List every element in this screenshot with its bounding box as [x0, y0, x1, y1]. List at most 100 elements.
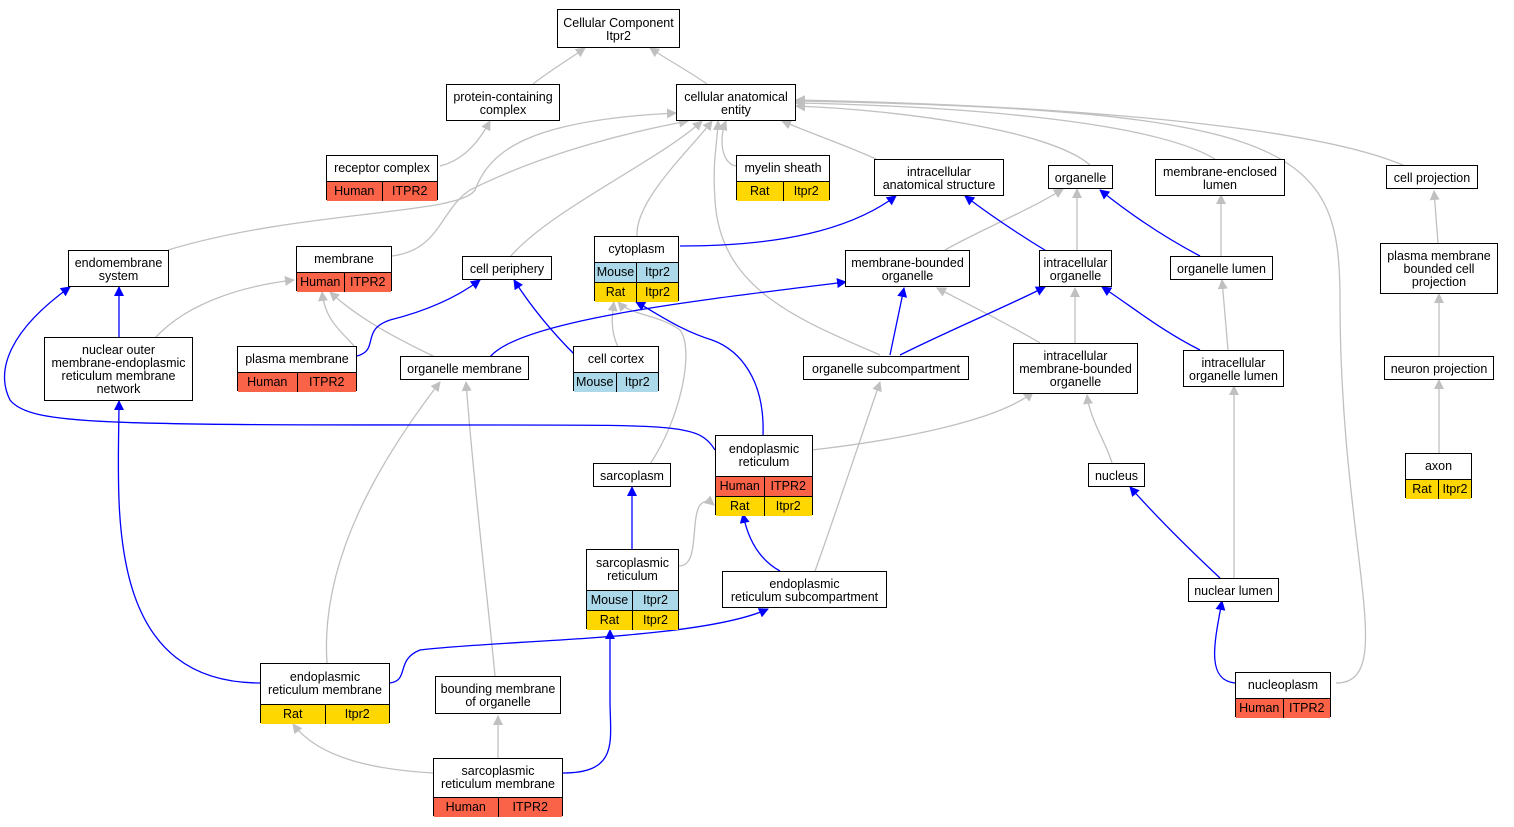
- edge-er-to-imbo: [811, 391, 1034, 451]
- node-title: receptor complex: [334, 161, 430, 175]
- node-cell-periphery[interactable]: cell periphery: [462, 256, 552, 280]
- edge-nucleus-to-imbo: [1083, 394, 1113, 464]
- node-cellular-component-root[interactable]: Cellular Component Itpr2: [557, 9, 680, 48]
- edge-organelle-subcomp-to-mbo: [889, 287, 908, 356]
- node-title: myelin sheath: [744, 161, 822, 175]
- edge-sarcoplasm-to-cytoplasm: [617, 301, 687, 465]
- edge-organelle-membrane-to-membrane: [329, 291, 436, 358]
- node-organelle-membrane[interactable]: organelle membrane: [400, 356, 529, 380]
- node-title: membrane: [314, 252, 374, 266]
- node-endomembrane-system[interactable]: endomembrane system: [68, 250, 169, 287]
- node-protein-containing-complex[interactable]: protein-containing complex: [446, 84, 560, 121]
- node-neuron-projection[interactable]: neuron projection: [1384, 356, 1494, 380]
- edge-ias-to-cae: [781, 119, 877, 160]
- gene-symbol: Itpr2: [636, 263, 678, 282]
- node-nuclear-outer-membrane-er-network[interactable]: nuclear outer membrane-endoplasmic retic…: [44, 337, 193, 401]
- node-title: sarcoplasm: [600, 468, 664, 483]
- node-bounding-membrane-of-organelle[interactable]: bounding membrane of organelle: [435, 676, 561, 714]
- node-title: intracellular membrane-bounded organelle: [1019, 349, 1132, 389]
- edge-er-to-cytoplasm: [635, 301, 764, 436]
- species-label: Mouse: [595, 263, 636, 282]
- node-title: organelle: [1054, 170, 1107, 185]
- edge-organelle-lumen-to-organelle: [1099, 189, 1201, 257]
- species-label: Human: [327, 182, 382, 201]
- node-intracellular-organelle-lumen[interactable]: intracellular organelle lumen: [1183, 350, 1284, 387]
- node-organelle-lumen[interactable]: organelle lumen: [1170, 256, 1273, 280]
- node-title: axon: [1424, 459, 1453, 473]
- edge-cell-cortex-to-cytoplasm: [607, 301, 619, 348]
- species-label: Human: [297, 273, 344, 292]
- gene-symbol: ITPR2: [381, 182, 437, 201]
- node-membrane-enclosed-lumen[interactable]: membrane-enclosed lumen: [1155, 159, 1285, 196]
- species-label: Human: [1236, 699, 1283, 718]
- species-label: Human: [716, 477, 764, 496]
- node-organelle[interactable]: organelle: [1048, 165, 1113, 189]
- node-title: intracellular anatomical structure: [882, 164, 996, 192]
- species-label: Human: [238, 373, 297, 392]
- edge-protein-complex-to-root: [532, 47, 586, 85]
- node-sarcoplasm[interactable]: sarcoplasm: [593, 463, 671, 487]
- node-title: nuclear outer membrane-endoplasmic retic…: [51, 343, 186, 396]
- node-title: endomembrane system: [74, 255, 163, 283]
- gene-symbol: Itpr2: [763, 497, 812, 516]
- node-er-subcompartment[interactable]: endoplasmic reticulum subcompartment: [722, 571, 887, 608]
- node-title: nuclear lumen: [1194, 583, 1273, 598]
- node-intracellular-organelle[interactable]: intracellular organelle: [1039, 250, 1112, 287]
- node-intracellular-anatomical-structure[interactable]: intracellular anatomical structure: [874, 159, 1004, 196]
- gene-symbol: ITPR2: [763, 477, 812, 496]
- node-title: endoplasmic reticulum: [728, 442, 800, 469]
- node-cell-projection[interactable]: cell projection: [1386, 165, 1478, 189]
- edge-cell-cortex-to-cell-periphery: [513, 279, 576, 356]
- node-title: cytoplasm: [608, 242, 665, 256]
- node-nuclear-lumen[interactable]: nuclear lumen: [1188, 578, 1279, 602]
- edge-er-subcomp-to-er: [739, 513, 781, 572]
- gene-symbol: Itpr2: [636, 283, 678, 302]
- species-label: Rat: [1406, 480, 1438, 499]
- node-membrane-bounded-organelle[interactable]: membrane-bounded organelle: [845, 250, 970, 287]
- species-label: Rat: [737, 182, 783, 201]
- node-cellular-anatomical-entity[interactable]: cellular anatomical entity: [676, 84, 796, 121]
- edge-receptor-complex-to-protein-complex: [439, 120, 491, 167]
- edge-er-membrane-to-organelle-membrane: [325, 381, 441, 664]
- edge-nuclear-outer-to-membrane: [154, 276, 295, 339]
- gene-symbol: Itpr2: [615, 373, 658, 392]
- edge-cell-periphery-to-cae: [509, 120, 703, 258]
- species-label: Rat: [587, 611, 632, 630]
- gene-symbol: ITPR2: [497, 798, 562, 817]
- edge-iol-to-organelle-lumen: [1217, 279, 1229, 351]
- node-organelle-subcompartment[interactable]: organelle subcompartment: [803, 356, 969, 380]
- gene-symbol: ITPR2: [296, 373, 356, 392]
- node-nucleus[interactable]: nucleus: [1088, 463, 1145, 487]
- node-title: intracellular organelle lumen: [1189, 355, 1278, 383]
- gene-symbol: Itpr2: [632, 591, 678, 610]
- node-intracellular-membrane-bounded-organelle[interactable]: intracellular membrane-bounded organelle: [1013, 343, 1138, 394]
- node-title: organelle subcompartment: [812, 361, 960, 376]
- gene-symbol: ITPR2: [1282, 699, 1330, 718]
- edge-cytoplasm-to-cae: [636, 120, 713, 237]
- node-plasma-membrane-bounded-cell-projection[interactable]: plasma membrane bounded cell projection: [1380, 243, 1498, 294]
- edge-sr-membrane-to-er-membrane: [292, 723, 434, 774]
- edge-plasma-membrane-to-cell-periphery: [356, 279, 481, 357]
